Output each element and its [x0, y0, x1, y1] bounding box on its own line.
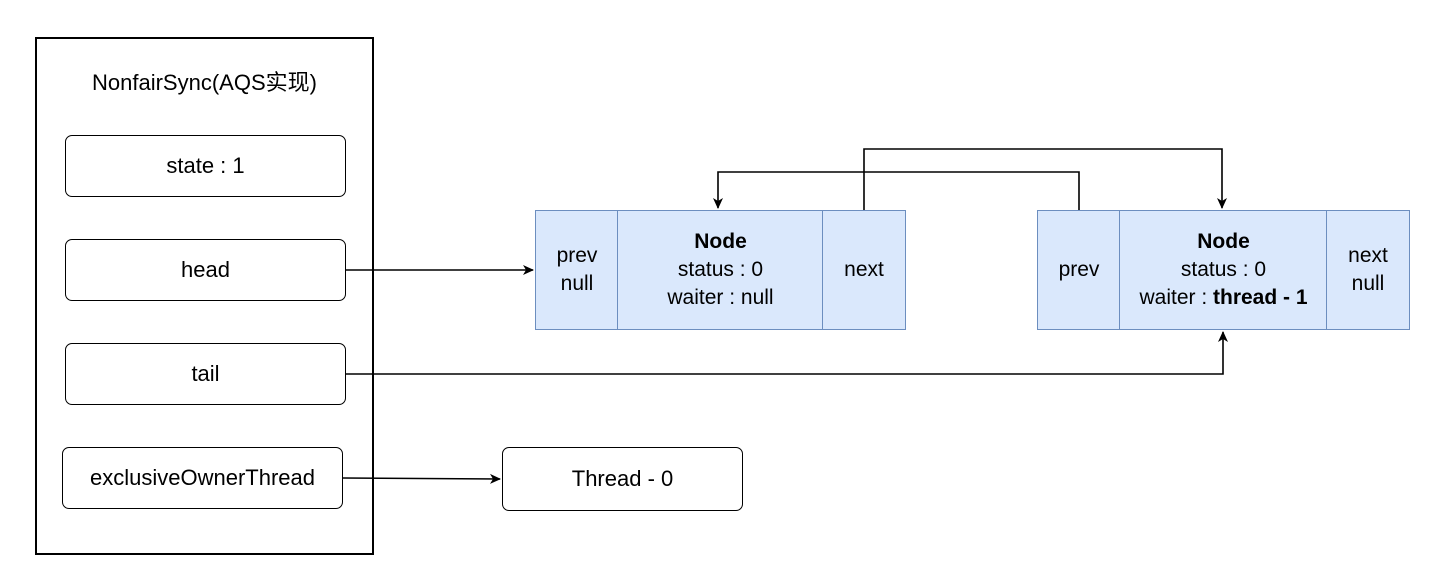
state-field: state : 1: [65, 135, 346, 197]
tail-node-waiter-prefix: waiter :: [1139, 286, 1213, 309]
tail-node-status: status : 0: [1180, 258, 1267, 281]
tail-node-title: Node: [1197, 230, 1250, 253]
head-field: head: [65, 239, 346, 301]
thread-0-box: Thread - 0: [502, 447, 743, 511]
head-node-prev-label: prev: [556, 244, 598, 267]
tail-node-waiter: waiter : thread - 1: [1139, 284, 1307, 312]
tail-field: tail: [65, 343, 346, 405]
head-node-next-label: next: [844, 258, 884, 281]
head-node-status: status : 0: [677, 258, 764, 281]
next-link-arrow: [863, 148, 1227, 210]
tail-node-waiter-value: thread - 1: [1213, 286, 1308, 309]
tail-node-prev-label: prev: [1058, 258, 1100, 281]
prev-link-arrow: [713, 171, 1080, 210]
head-node-next-cell: next: [822, 210, 906, 330]
tail-node-body: Node status : 0 waiter : thread - 1: [1119, 210, 1328, 330]
aqs-title: NonfairSync(AQS实现): [92, 70, 317, 95]
tail-pointer-arrow: [346, 331, 1228, 375]
exclusive-owner-thread-field: exclusiveOwnerThread: [62, 447, 343, 509]
tail-node-next-label: next: [1348, 244, 1388, 267]
tail-node-prev-cell: prev: [1037, 210, 1121, 330]
head-node-waiter: waiter : null: [667, 286, 774, 309]
tail-node-next-cell: next null: [1326, 210, 1410, 330]
head-node-prev-value: null: [560, 272, 594, 295]
tail-node-next-value: null: [1351, 272, 1385, 295]
head-node-prev-cell: prev null: [535, 210, 619, 330]
owner-thread-arrow: [342, 473, 501, 484]
head-node-title: Node: [694, 230, 747, 253]
head-node-body: Node status : 0 waiter : null: [617, 210, 824, 330]
